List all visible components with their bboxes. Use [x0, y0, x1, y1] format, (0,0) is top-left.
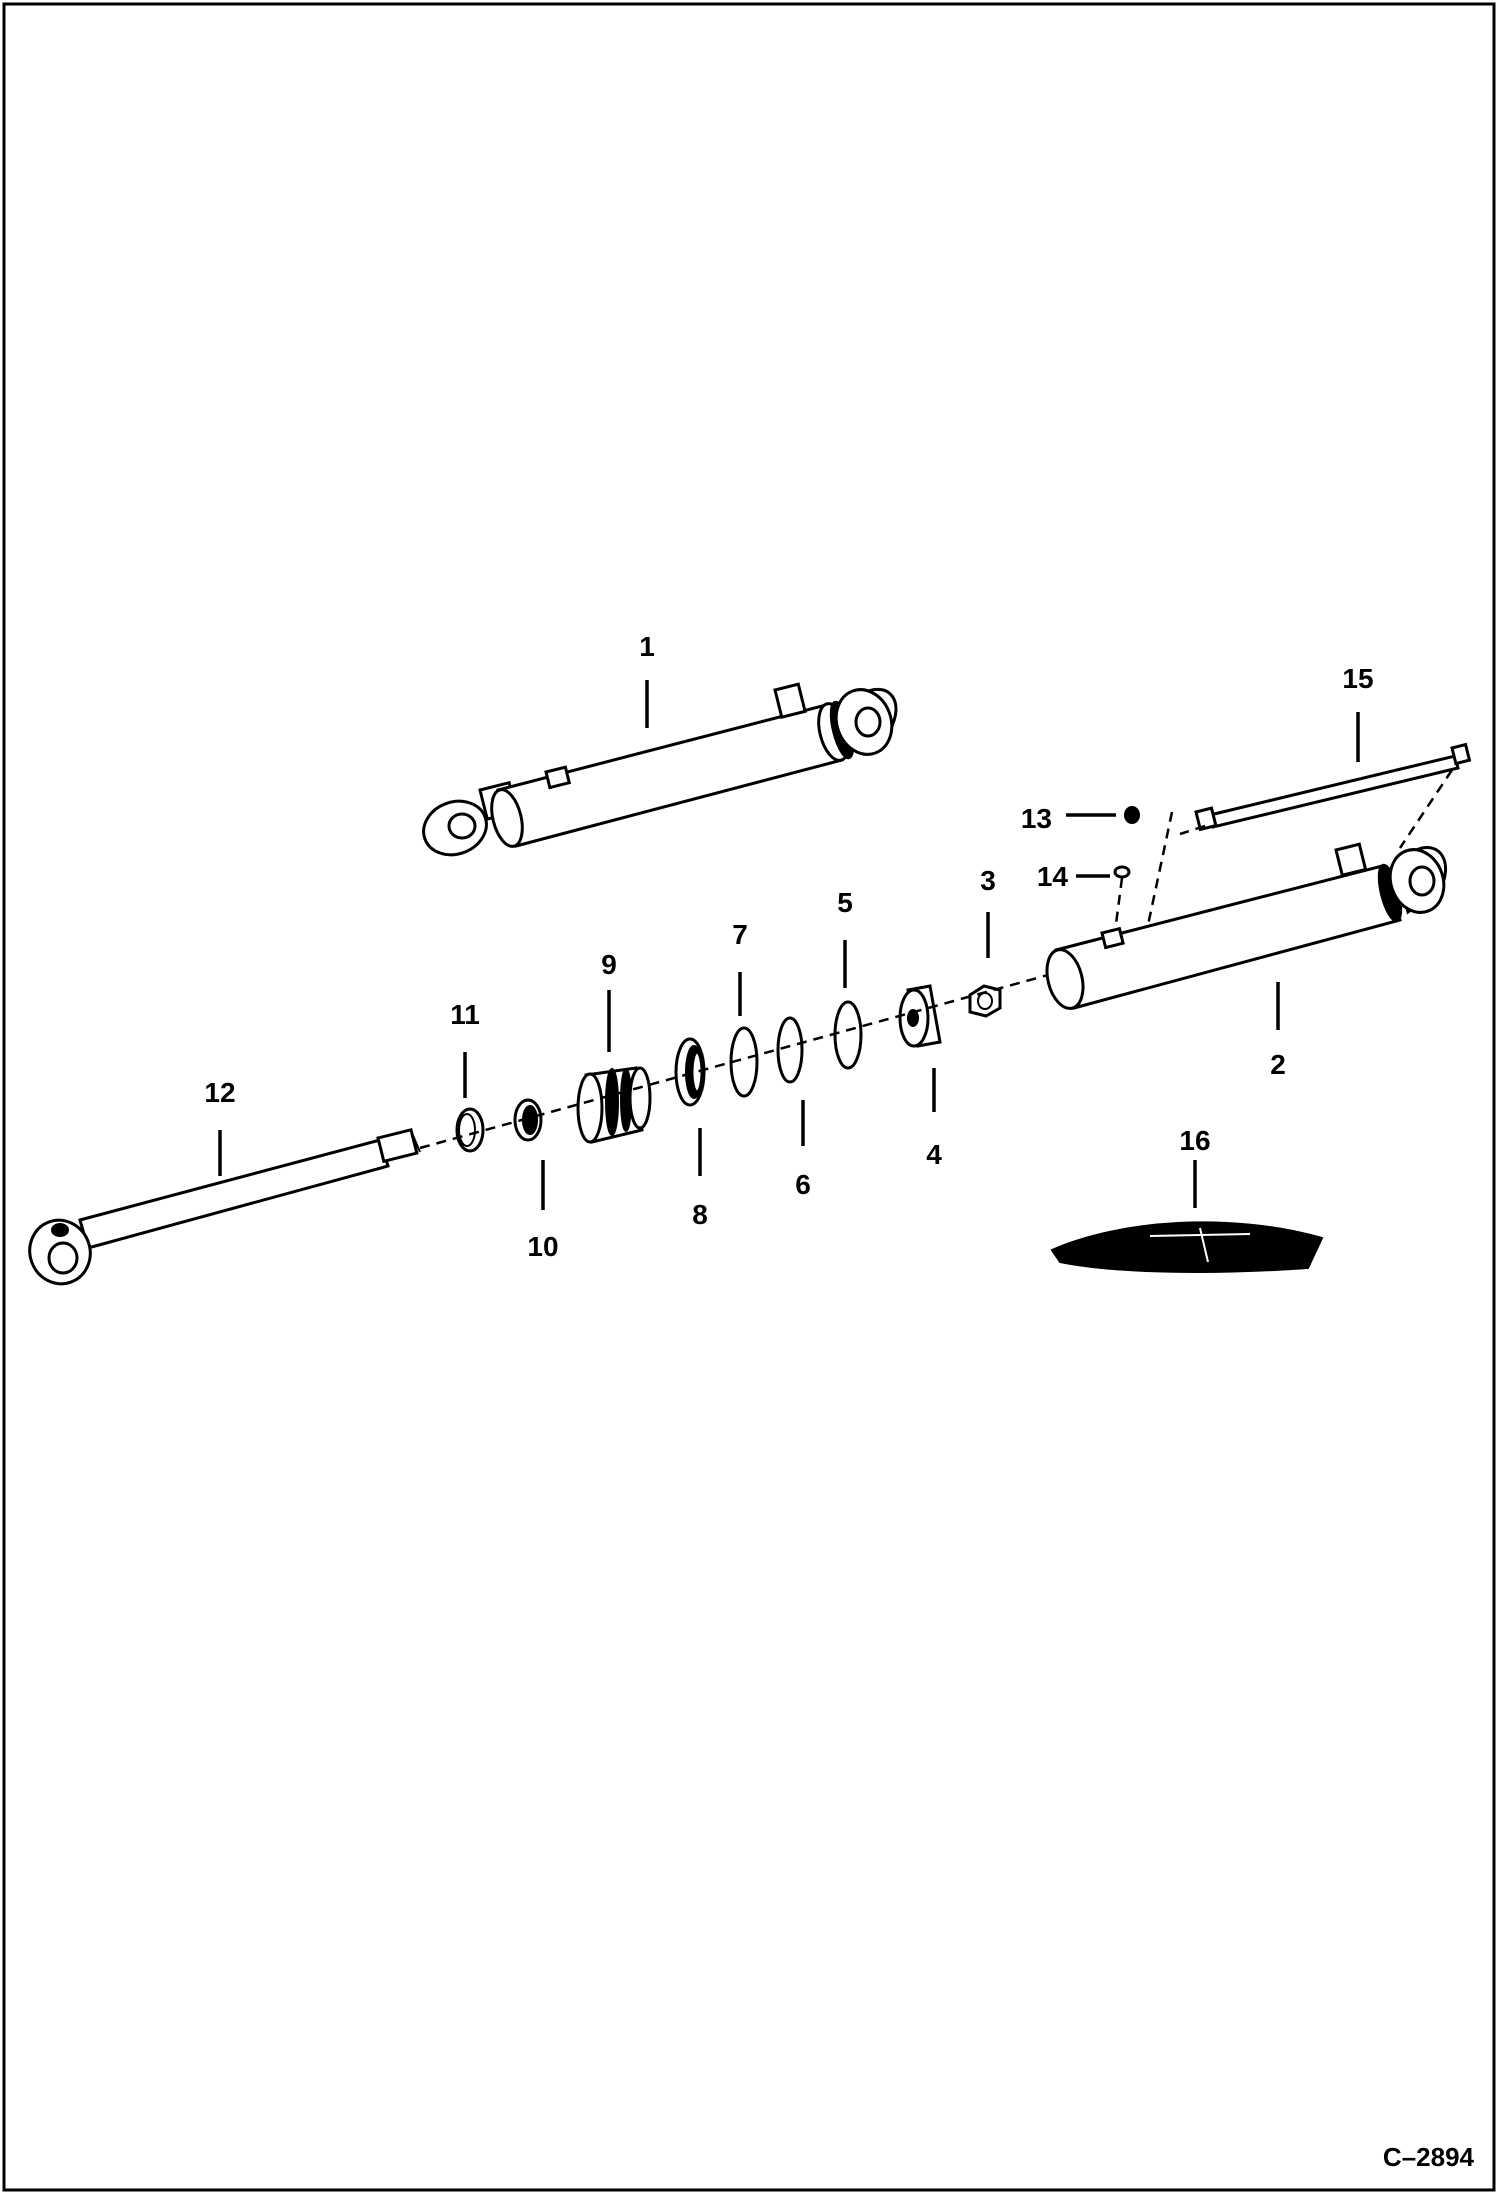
part-10-seal	[513, 1098, 543, 1142]
tube-dash-line-left	[1179, 824, 1206, 836]
callout-9: 9	[601, 949, 617, 980]
part-15-tube	[1194, 742, 1472, 832]
callout-16: 16	[1179, 1125, 1210, 1156]
callout-15: 15	[1342, 663, 1373, 694]
part-12-rod	[28, 1127, 421, 1286]
callout-10: 10	[527, 1231, 558, 1262]
callout-12: 12	[204, 1077, 235, 1108]
o-ring-dash-line	[1114, 877, 1124, 925]
callout-8: 8	[692, 1199, 708, 1230]
callout-2: 2	[1270, 1049, 1286, 1080]
part-14-o-ring	[1113, 865, 1131, 879]
callout-11: 11	[450, 999, 480, 1030]
part-5-piston-seal	[833, 1000, 863, 1070]
figure-code: C–2894	[1383, 2142, 1475, 2172]
callout-4: 4	[926, 1139, 942, 1170]
part-7-o-ring	[729, 1026, 759, 1098]
part-11-wiper	[455, 1107, 485, 1153]
part-16-seal-kit	[1050, 1221, 1324, 1273]
callout-6: 6	[795, 1169, 811, 1200]
callout-1: 1	[639, 631, 655, 662]
leader-lines	[218, 680, 1360, 1210]
part-6-backup-ring	[776, 1016, 804, 1084]
part-13-fitting	[1124, 806, 1140, 824]
callout-5: 5	[837, 887, 853, 918]
part-2-barrel	[1045, 842, 1448, 1010]
tube-dash-line-right	[1398, 769, 1454, 849]
assembly-axis-line	[419, 973, 1049, 1150]
callout-14: 14	[1037, 861, 1069, 892]
callout-3: 3	[980, 865, 996, 896]
fitting-dash-line	[1146, 811, 1174, 926]
callout-13: 13	[1021, 803, 1052, 834]
part-9-head	[576, 1066, 652, 1144]
part-4-piston	[898, 984, 942, 1048]
callout-7: 7	[732, 919, 748, 950]
part-1-cylinder-assembly	[422, 682, 898, 857]
part-8-seal	[674, 1037, 706, 1107]
